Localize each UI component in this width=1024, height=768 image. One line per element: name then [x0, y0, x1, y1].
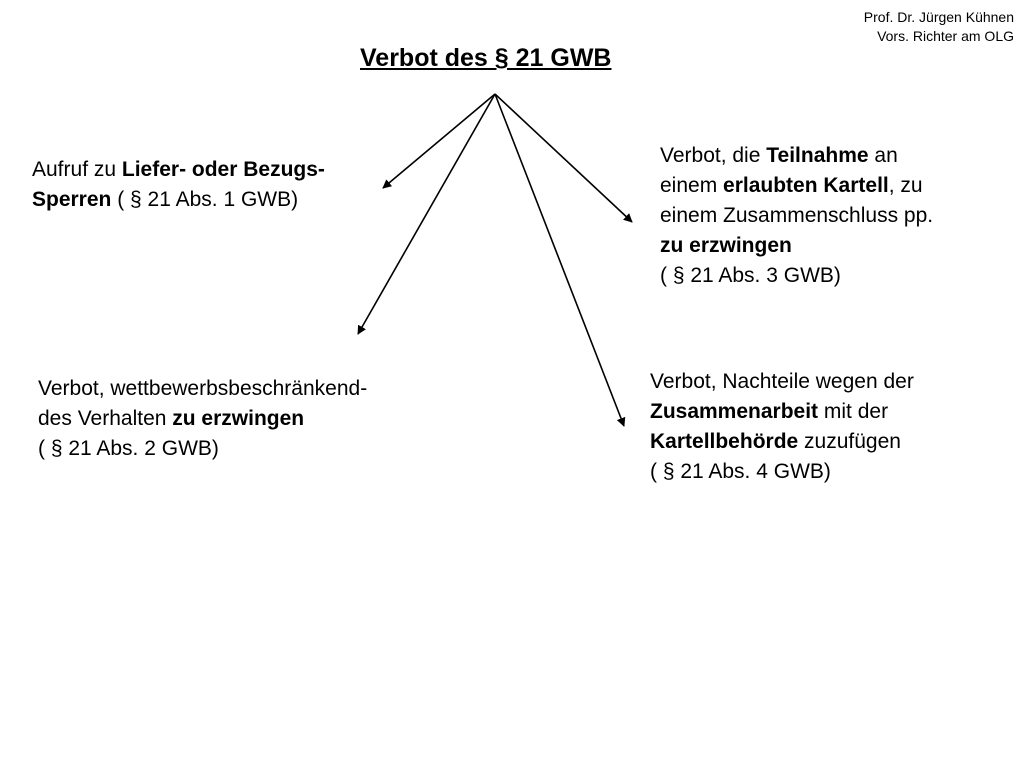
node-abs4-text: mit der	[818, 400, 889, 423]
author-name: Prof. Dr. Jürgen Kühnen	[863, 9, 1014, 25]
node-abs2-text: des Verhalten	[38, 407, 173, 430]
node-abs4-reference: ( § 21 Abs. 4 GWB)	[650, 460, 831, 483]
node-abs2: Verbot, wettbewerbsbeschränkend- des Ver…	[38, 374, 367, 464]
node-abs3-text: an	[868, 144, 898, 167]
author-info: Prof. Dr. Jürgen Kühnen Vors. Richter am…	[774, 8, 1014, 46]
node-abs4-bold: Kartellbehörde	[650, 430, 799, 453]
node-abs1-line1: Aufruf zu Liefer- oder Bezugs-	[32, 155, 325, 185]
node-abs2-bold: zu erzwingen	[172, 407, 305, 430]
node-abs3-reference: ( § 21 Abs. 3 GWB)	[660, 264, 841, 287]
node-abs1-line2: Sperren ( § 21 Abs. 1 GWB)	[32, 185, 325, 215]
author-position: Vors. Richter am OLG	[877, 28, 1014, 44]
node-abs4-bold: Zusammenarbeit	[650, 400, 819, 423]
node-abs1-bold: Liefer- oder Bezugs-	[121, 158, 325, 181]
node-abs1-text: Aufruf zu	[32, 158, 122, 181]
node-abs3-line1: Verbot, die Teilnahme an	[660, 141, 933, 171]
node-abs4: Verbot, Nachteile wegen der Zusammenarbe…	[650, 367, 914, 487]
node-abs1-bold: Sperren	[32, 188, 112, 211]
node-abs2-line1: Verbot, wettbewerbsbeschränkend-	[38, 377, 368, 400]
node-abs2-line2: des Verhalten zu erzwingen	[38, 404, 367, 434]
node-abs3-text: einem	[660, 174, 724, 197]
node-abs3-bold: erlaubten Kartell	[723, 174, 889, 197]
node-abs3-text: Verbot, die	[660, 144, 767, 167]
arrow-to-abs2	[357, 93, 496, 335]
node-abs1: Aufruf zu Liefer- oder Bezugs- Sperren (…	[32, 155, 325, 215]
node-abs4-line1: Verbot, Nachteile wegen der	[650, 370, 914, 393]
diagram-title: Verbot des § 21 GWB	[360, 44, 612, 72]
node-abs1-reference: ( § 21 Abs. 1 GWB)	[111, 188, 299, 211]
node-abs4-text: zuzufügen	[798, 430, 901, 453]
node-abs3-bold: Teilnahme	[766, 144, 869, 167]
node-abs3-line4: zu erzwingen	[660, 231, 933, 261]
node-abs3-bold: zu erzwingen	[660, 234, 792, 257]
arrow-to-abs4	[494, 93, 626, 427]
arrow-to-abs3	[494, 93, 633, 223]
node-abs3-text: , zu	[888, 174, 923, 197]
arrow-to-abs1	[382, 93, 496, 189]
node-abs3-line3: einem Zusammenschluss pp.	[660, 204, 934, 227]
node-abs4-line2: Zusammenarbeit mit der	[650, 397, 914, 427]
node-abs2-reference: ( § 21 Abs. 2 GWB)	[38, 437, 219, 460]
node-abs3-line2: einem erlaubten Kartell, zu	[660, 171, 933, 201]
node-abs4-line3: Kartellbehörde zuzufügen	[650, 427, 914, 457]
node-abs3: Verbot, die Teilnahme an einem erlaubten…	[660, 141, 933, 291]
